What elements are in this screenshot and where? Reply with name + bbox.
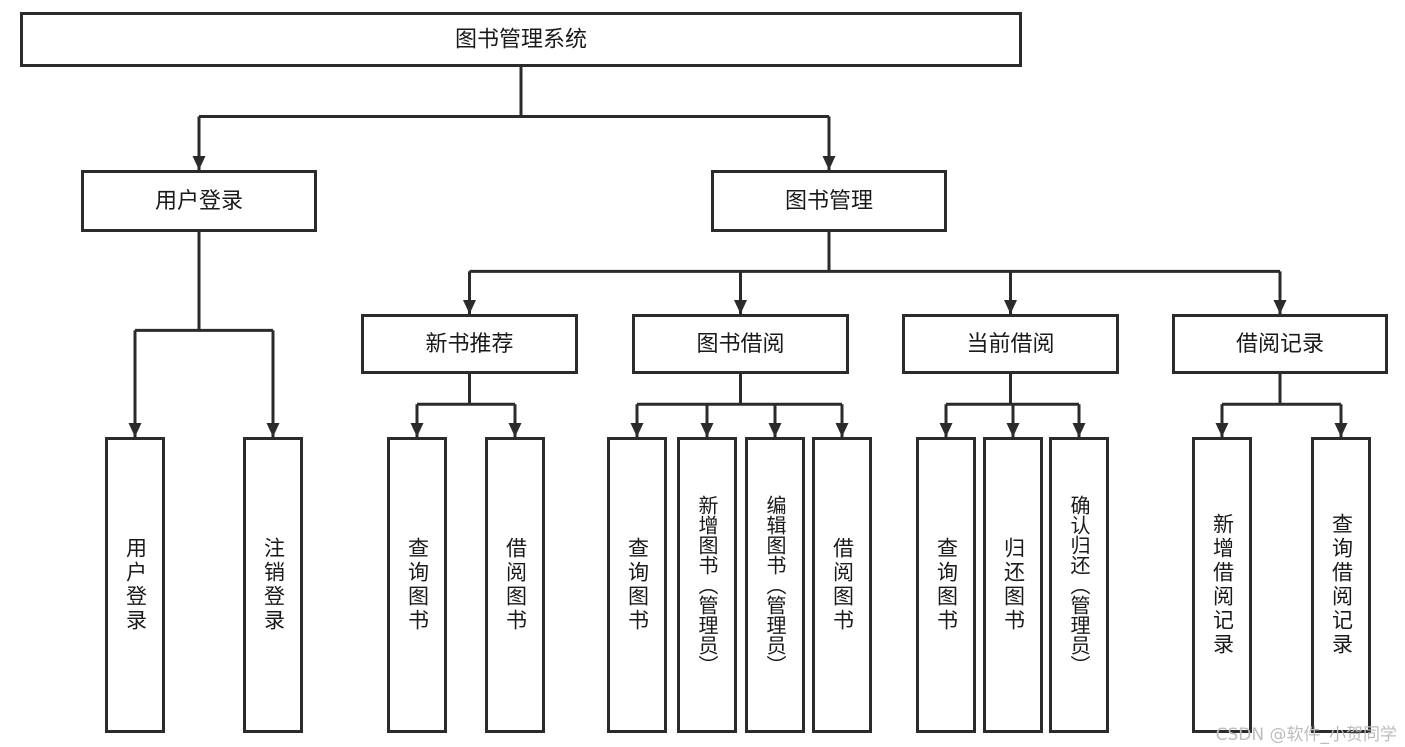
leaf-node-leaf-query-record[interactable]: 查询借阅记录 <box>1311 437 1371 733</box>
arrow-head-current-borrow-to-leaf-return-book <box>1006 423 1020 437</box>
leaf-node-leaf-return-book[interactable]: 归还图书 <box>983 437 1043 733</box>
arrow-head-new-book-rec-to-leaf-query-book-1 <box>410 423 424 437</box>
arrow-head-borrow-record-to-leaf-add-record <box>1215 423 1229 437</box>
leaf-label-leaf-confirm-return: 确认归还（管理员） <box>1067 495 1091 675</box>
arrow-head-root-to-user-login <box>192 156 206 170</box>
leaf-label-leaf-query-book-1: 查询图书 <box>405 537 430 633</box>
node-box-leaf-edit-book[interactable] <box>745 437 805 733</box>
arrow-head-book-borrow-to-leaf-query-book-2 <box>630 423 644 437</box>
node-box-book-manage[interactable] <box>711 170 947 232</box>
arrow-head-user-login-to-leaf-user-logout <box>266 423 280 437</box>
node-box-leaf-query-book-2[interactable] <box>607 437 667 733</box>
node-box-root[interactable] <box>20 12 1022 67</box>
arrow-head-user-login-to-leaf-user-login <box>128 423 142 437</box>
arrow-head-book-borrow-to-leaf-add-book <box>700 423 714 437</box>
node-label-book-manage: 图书管理 <box>785 189 873 214</box>
arrow-head-book-manage-to-book-borrow <box>734 300 747 314</box>
node-label-current-borrow: 当前借阅 <box>966 332 1054 357</box>
node-box-leaf-query-record[interactable] <box>1311 437 1371 733</box>
leaf-label-leaf-return-book: 归还图书 <box>1001 537 1026 633</box>
node-box-leaf-return-book[interactable] <box>983 437 1043 733</box>
node-box-leaf-add-record[interactable] <box>1192 437 1252 733</box>
node-box-user-login[interactable] <box>81 170 317 232</box>
leaf-node-leaf-borrow-book-1[interactable]: 借阅图书 <box>485 437 545 733</box>
node-label-book-borrow: 图书借阅 <box>696 332 784 357</box>
leaf-label-leaf-edit-book: 编辑图书（管理员） <box>763 495 787 675</box>
arrow-head-book-borrow-to-leaf-edit-book <box>768 423 782 437</box>
node-box-leaf-user-login[interactable] <box>105 437 165 733</box>
node-box-leaf-borrow-book-1[interactable] <box>485 437 545 733</box>
leaf-label-leaf-user-login: 用户登录 <box>123 537 148 633</box>
arrow-head-current-borrow-to-leaf-confirm-return <box>1072 423 1086 437</box>
node-label-root: 图书管理系统 <box>455 28 587 53</box>
arrow-head-book-manage-to-borrow-record <box>1273 300 1287 314</box>
arrow-head-borrow-record-to-leaf-query-record <box>1334 423 1348 437</box>
node-box-book-borrow[interactable] <box>632 314 849 374</box>
leaf-node-leaf-add-book[interactable]: 新增图书（管理员） <box>677 437 737 733</box>
node-box-new-book-rec[interactable] <box>361 314 578 374</box>
leaf-node-leaf-query-book-2[interactable]: 查询图书 <box>607 437 667 733</box>
leaf-node-leaf-user-login[interactable]: 用户登录 <box>105 437 165 733</box>
node-box-leaf-add-book[interactable] <box>677 437 737 733</box>
node-box-borrow-record[interactable] <box>1172 314 1388 374</box>
node-box-leaf-query-book-3[interactable] <box>916 437 976 733</box>
leaf-node-leaf-query-book-3[interactable]: 查询图书 <box>916 437 976 733</box>
leaf-node-leaf-query-book-1[interactable]: 查询图书 <box>387 437 447 733</box>
leaf-node-leaf-edit-book[interactable]: 编辑图书（管理员） <box>745 437 805 733</box>
leaf-label-leaf-borrow-book-1: 借阅图书 <box>503 537 528 633</box>
arrow-head-book-manage-to-current-borrow <box>1004 300 1017 314</box>
connector-layer <box>128 67 1348 437</box>
node-box-leaf-query-book-1[interactable] <box>387 437 447 733</box>
node-label-new-book-rec: 新书推荐 <box>425 332 513 357</box>
node-box-leaf-confirm-return[interactable] <box>1049 437 1109 733</box>
leaf-label-leaf-query-book-2: 查询图书 <box>625 537 650 633</box>
node-label-borrow-record: 借阅记录 <box>1236 332 1324 357</box>
arrow-head-new-book-rec-to-leaf-borrow-book-1 <box>508 423 522 437</box>
arrow-head-current-borrow-to-leaf-query-book-3 <box>939 423 953 437</box>
leaf-label-leaf-query-book-3: 查询图书 <box>934 537 959 633</box>
arrow-head-book-borrow-to-leaf-borrow-book-2 <box>835 423 849 437</box>
node-box-leaf-user-logout[interactable] <box>243 437 303 733</box>
arrow-head-book-manage-to-new-book-rec <box>463 300 476 314</box>
leaf-label-leaf-user-logout: 注销登录 <box>261 537 286 633</box>
leaf-node-leaf-borrow-book-2[interactable]: 借阅图书 <box>812 437 872 733</box>
leaf-label-leaf-add-record: 新增借阅记录 <box>1210 513 1235 657</box>
leaf-label-leaf-query-record: 查询借阅记录 <box>1329 513 1354 657</box>
node-label-user-login: 用户登录 <box>155 189 243 214</box>
leaf-label-leaf-borrow-book-2: 借阅图书 <box>830 537 855 633</box>
leaf-node-leaf-add-record[interactable]: 新增借阅记录 <box>1192 437 1252 733</box>
leaf-label-leaf-add-book: 新增图书（管理员） <box>695 495 719 675</box>
leaf-node-leaf-user-logout[interactable]: 注销登录 <box>243 437 303 733</box>
node-box-leaf-borrow-book-2[interactable] <box>812 437 872 733</box>
node-box-layer <box>20 12 1388 733</box>
arrow-head-root-to-book-manage <box>822 156 836 170</box>
node-box-current-borrow[interactable] <box>902 314 1119 374</box>
leaf-node-leaf-confirm-return[interactable]: 确认归还（管理员） <box>1049 437 1109 733</box>
